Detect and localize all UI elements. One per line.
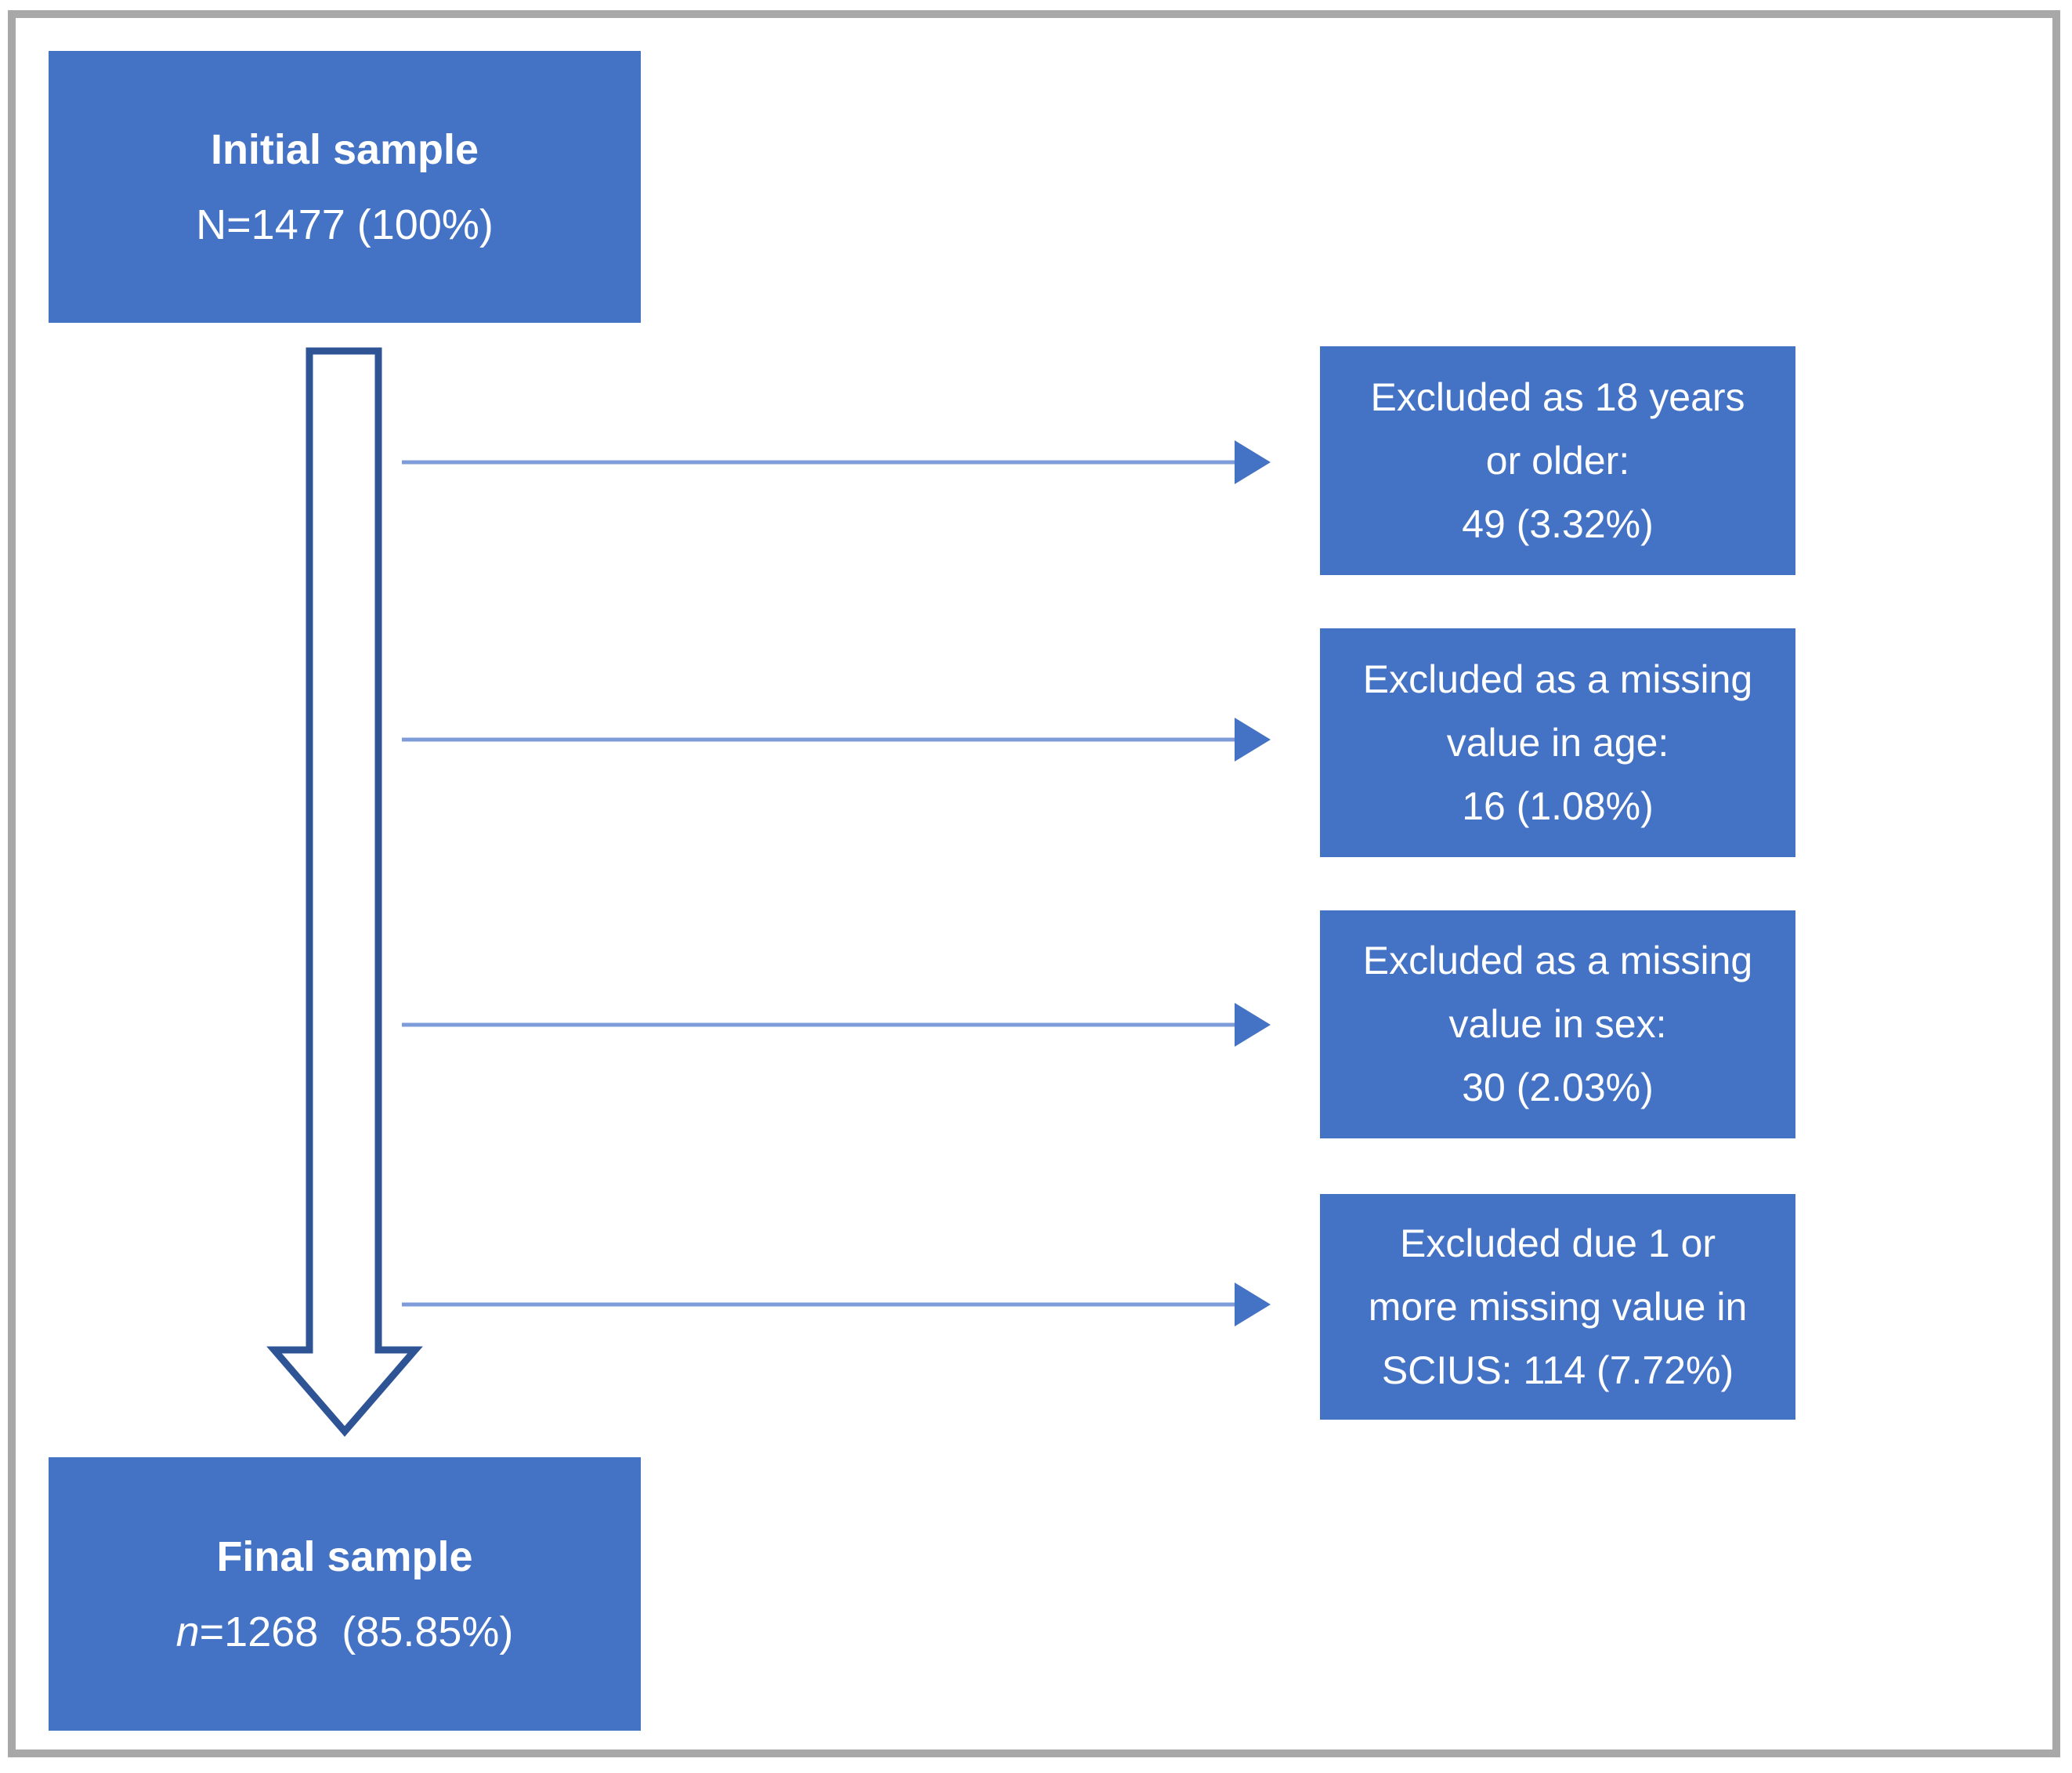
figure-frame [8, 10, 2060, 1757]
initial-sample-title: Initial sample [210, 125, 479, 173]
exclusion-box-line: 16 (1.08%) [1462, 783, 1654, 828]
exclusion-box-line: value in age: [1446, 720, 1669, 765]
exclusion-box-missing-sex: Excluded as a missing value in sex: 30 (… [1320, 910, 1795, 1138]
exclusion-box-line: Excluded due 1 or [1399, 1221, 1716, 1265]
final-sample-n-symbol: n [175, 1608, 200, 1655]
exclusion-box-line: 49 (3.32%) [1462, 501, 1654, 546]
exclusion-box-line: Excluded as 18 years [1370, 375, 1745, 419]
exclusion-box-line: Excluded as a missing [1362, 939, 1753, 982]
initial-sample-box: Initial sample N=1477 (100%) [49, 51, 641, 323]
final-sample-box: Final sample n=1268 (85.85%) [49, 1457, 641, 1731]
exclusion-box-age18: Excluded as 18 years or older: 49 (3.32%… [1320, 346, 1795, 575]
exclusion-box-missing-scius: Excluded due 1 or more missing value in … [1320, 1194, 1795, 1420]
final-sample-count-value: =1268 (85.85%) [199, 1608, 514, 1655]
exclusion-box-line: more missing value in [1368, 1284, 1748, 1329]
exclusion-box-line: value in sex: [1448, 1002, 1667, 1046]
final-sample-title: Final sample [216, 1532, 473, 1580]
initial-sample-count: N=1477 (100%) [196, 201, 494, 248]
final-sample-count: n=1268 (85.85%) [176, 1594, 514, 1670]
exclusion-box-line: SCIUS: 114 (7.72%) [1381, 1348, 1734, 1392]
exclusion-box-missing-age: Excluded as a missing value in age: 16 (… [1320, 628, 1795, 857]
exclusion-box-line: Excluded as a missing [1362, 657, 1753, 701]
exclusion-box-line: or older: [1485, 438, 1630, 483]
exclusion-box-line: 30 (2.03%) [1462, 1066, 1654, 1109]
